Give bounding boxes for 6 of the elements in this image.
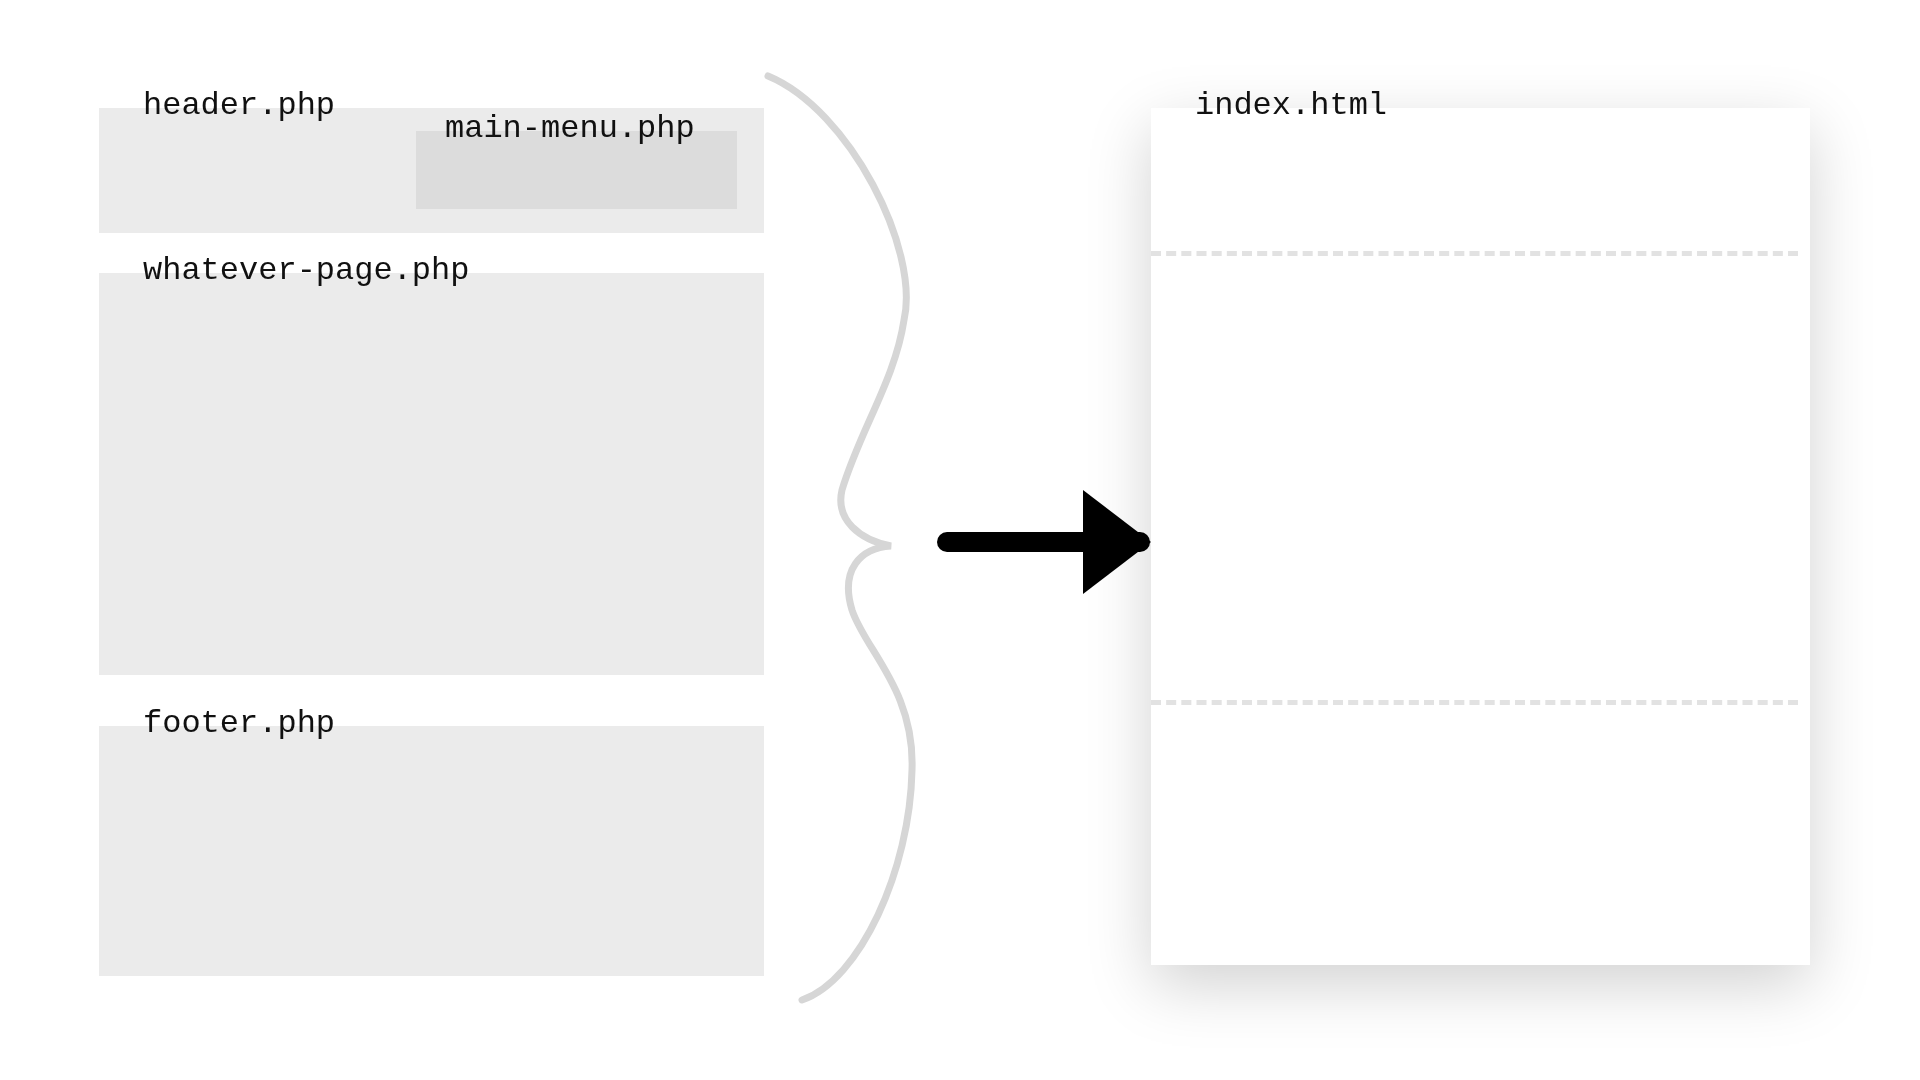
- file-name-label: footer.php: [143, 704, 336, 744]
- file-name-label: header.php: [143, 86, 336, 126]
- file-name-label: main-menu.php: [445, 109, 695, 149]
- file-name-label: whatever-page.php: [143, 251, 470, 291]
- arrow: [937, 490, 1151, 594]
- file-name-label: index.html: [1195, 86, 1388, 126]
